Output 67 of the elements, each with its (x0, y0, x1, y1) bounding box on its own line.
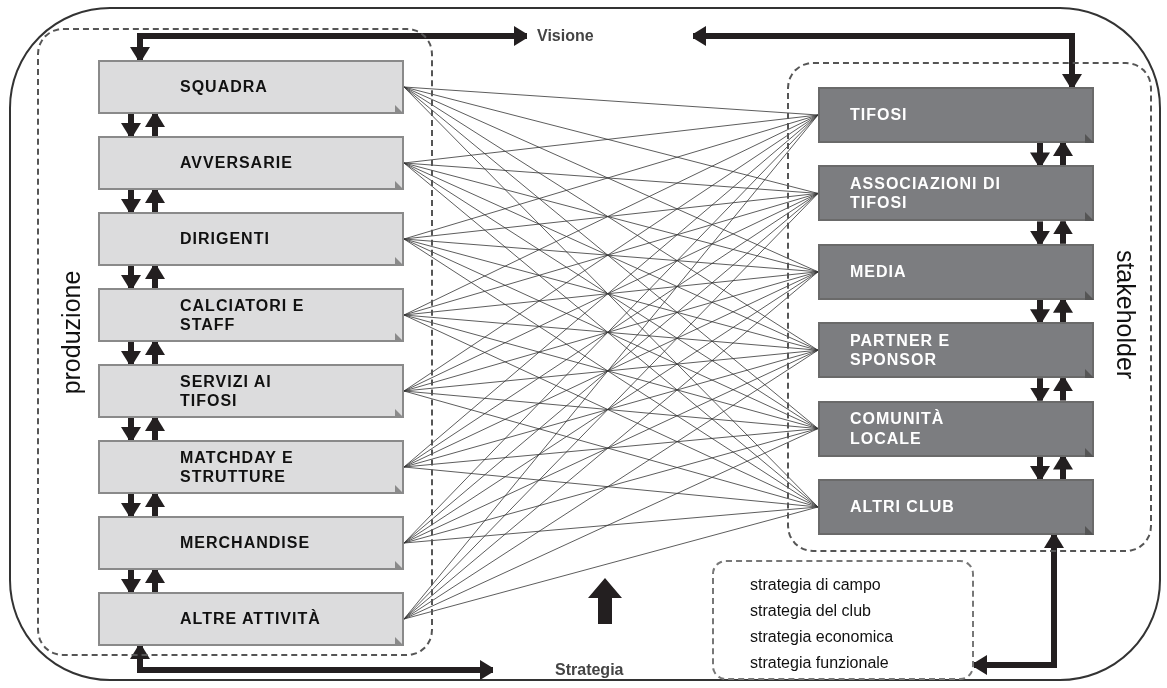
connector-line (403, 238, 819, 429)
strategy-item: strategia di campo (750, 575, 882, 595)
strategy-item: strategia funzionale (750, 653, 890, 673)
box-label: MEDIA (850, 262, 908, 282)
group-frame (787, 62, 1152, 552)
process-box (98, 212, 404, 266)
stakeholder-box (818, 322, 1094, 379)
connector-line (403, 349, 819, 620)
connector-line (403, 506, 819, 544)
connector-line (403, 506, 819, 620)
connector-line (403, 162, 819, 351)
box-label: PARTNER E SPONSOR (850, 331, 952, 370)
connector-line (403, 86, 819, 429)
box-label: MATCHDAY E STRUTTURE (180, 447, 295, 487)
process-box (98, 592, 404, 646)
strategy-item: strategia del club (750, 601, 872, 621)
connector-line (403, 314, 819, 508)
connector-line (403, 238, 819, 351)
connector-line (403, 271, 819, 316)
connector-line (403, 114, 819, 316)
stakeholder-box (818, 479, 1094, 535)
box-label: MERCHANDISE (180, 533, 312, 553)
connector-line (403, 193, 819, 468)
connector-line (403, 271, 819, 468)
connector-line (403, 86, 819, 273)
process-box (98, 364, 404, 418)
connector-line (403, 314, 819, 429)
connector-line (403, 314, 819, 351)
connector-line (403, 428, 819, 620)
process-box (98, 288, 404, 342)
box-label: DIRIGENTI (180, 229, 271, 249)
box-label: ASSOCIAZIONI DI TIFOSI (850, 174, 1002, 213)
connector-line (403, 114, 819, 620)
connector-line (403, 193, 819, 392)
group-title: stakeholder (1111, 249, 1141, 379)
box-label: TIFOSI (850, 105, 909, 125)
box-label: COMUNITÀ LOCALE (850, 409, 946, 448)
connector-line (403, 162, 819, 273)
strategy-item: strategia economica (750, 627, 895, 647)
connector-line (403, 238, 819, 508)
group-title: produzione (57, 270, 87, 394)
box-label: ALTRE ATTIVITÀ (180, 609, 322, 629)
process-box (98, 516, 404, 570)
connector-line (403, 114, 819, 468)
process-box (98, 440, 404, 494)
connector-line (403, 271, 819, 620)
box-label: ALTRI CLUB (850, 497, 956, 517)
connector-line (403, 193, 819, 620)
box-label: CALCIATORI E STAFF (180, 295, 306, 335)
connector-line (403, 466, 819, 508)
stakeholder-box (818, 243, 1094, 300)
group-frame (37, 28, 433, 656)
process-box (98, 136, 404, 190)
stakeholder-box (818, 400, 1094, 457)
box-label: SQUADRA (180, 77, 269, 97)
stakeholder-box (818, 165, 1094, 222)
box-label: Strategia (554, 661, 624, 679)
connector-line (403, 86, 819, 116)
connector-line (403, 428, 819, 468)
strategy-box (712, 560, 974, 680)
stakeholder-box (818, 87, 1094, 143)
box-label: Visione (536, 27, 594, 45)
process-box (98, 60, 404, 114)
connector-line (403, 162, 819, 508)
box-label: SERVIZI AI TIFOSI (180, 371, 273, 411)
connector-line (403, 86, 819, 194)
box-label: AVVERSARIE (180, 153, 294, 173)
